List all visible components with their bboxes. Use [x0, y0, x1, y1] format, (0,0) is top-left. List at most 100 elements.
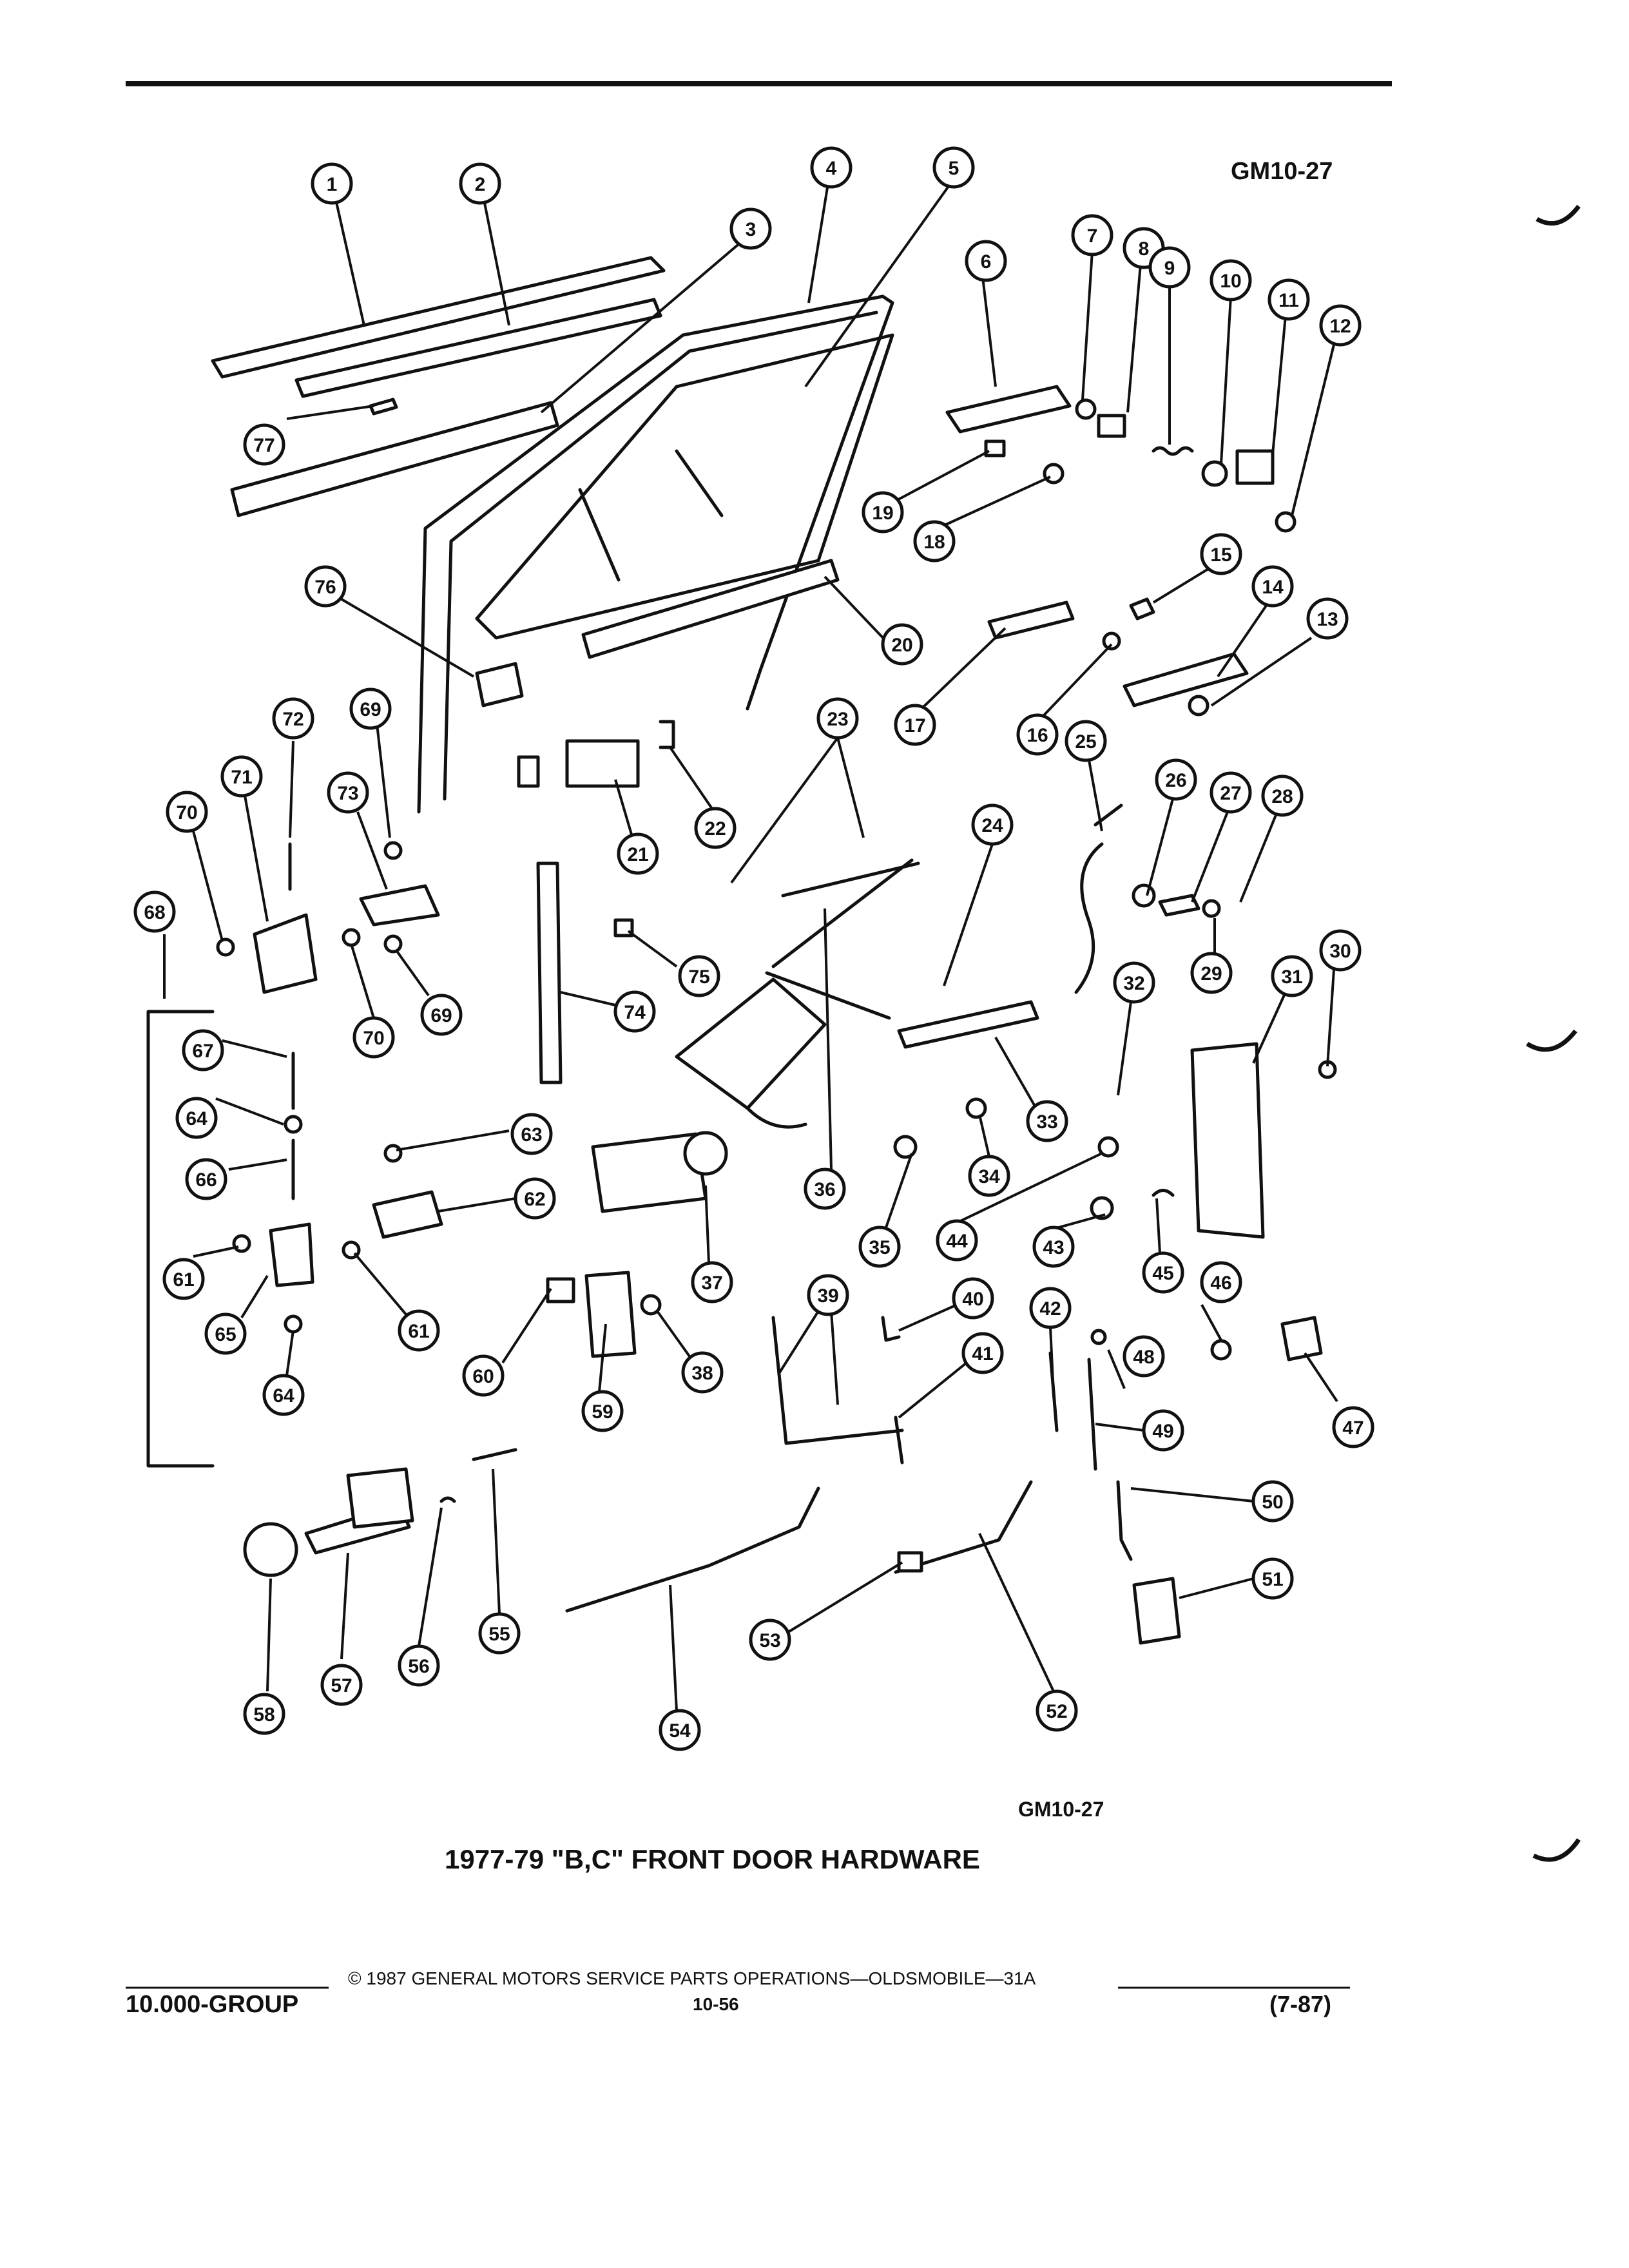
svg-text:37: 37: [701, 1273, 722, 1294]
part-16: [1102, 631, 1121, 651]
part-15: [1129, 597, 1155, 620]
svg-text:27: 27: [1220, 783, 1241, 804]
part-17: [987, 601, 1075, 640]
callout-72: 72: [272, 697, 314, 740]
part-glass-streak: [578, 488, 621, 582]
part-frame-4-inner: [443, 311, 878, 801]
svg-text:44: 44: [946, 1231, 968, 1252]
svg-text:69: 69: [430, 1005, 452, 1026]
svg-text:57: 57: [331, 1675, 352, 1696]
figure-code-top: GM10-27: [1231, 158, 1333, 185]
part-hinge-65: [269, 1222, 314, 1287]
callout-18: 18: [913, 520, 956, 562]
callout-68: 68: [133, 890, 176, 933]
svg-text:29: 29: [1200, 963, 1222, 985]
callout-66: 66: [185, 1158, 227, 1200]
part-rod-39: [771, 1316, 904, 1445]
callout-67: 67: [182, 1029, 224, 1072]
callout-26: 26: [1155, 758, 1197, 801]
part-57-body: [346, 1467, 414, 1529]
footer-revision: (7-87): [1269, 1991, 1332, 2017]
svg-text:47: 47: [1342, 1418, 1364, 1439]
svg-text:39: 39: [817, 1285, 838, 1307]
callout-24: 24: [971, 803, 1014, 846]
svg-text:72: 72: [282, 709, 304, 730]
part-61-a: [232, 1234, 251, 1253]
callout-5: 5: [932, 146, 975, 189]
svg-text:68: 68: [144, 902, 165, 923]
svg-text:63: 63: [521, 1124, 542, 1146]
svg-text:73: 73: [337, 783, 358, 804]
svg-text:65: 65: [215, 1324, 236, 1345]
parts-art: [146, 256, 1337, 1645]
svg-text:51: 51: [1262, 1569, 1283, 1590]
callout-61-a: 61: [162, 1258, 205, 1300]
svg-text:53: 53: [759, 1630, 780, 1651]
leader-lines: [163, 182, 1338, 1711]
part-regulator-36: [675, 977, 827, 1110]
svg-text:69: 69: [360, 699, 381, 720]
callout-70-a: 70: [166, 791, 208, 833]
svg-text:8: 8: [1139, 238, 1150, 260]
svg-text:64: 64: [273, 1385, 294, 1407]
callout-2: 2: [459, 162, 501, 205]
part-59: [584, 1271, 637, 1358]
svg-text:54: 54: [669, 1720, 691, 1742]
part-56: [439, 1496, 456, 1503]
callout-69-a: 69: [349, 687, 392, 730]
callout-47: 47: [1332, 1406, 1374, 1448]
callout-74: 74: [613, 990, 656, 1033]
callout-46: 46: [1200, 1261, 1242, 1303]
part-handle-6: [945, 385, 1072, 434]
callout-56: 56: [398, 1644, 440, 1687]
callout-6: 6: [965, 240, 1007, 282]
part-clip-22: [659, 720, 675, 749]
svg-text:11: 11: [1278, 290, 1299, 311]
bracket-68: [146, 1010, 215, 1468]
part-45: [1152, 1189, 1175, 1197]
svg-text:62: 62: [524, 1189, 545, 1210]
callout-20: 20: [881, 623, 923, 666]
callout-57: 57: [320, 1664, 363, 1706]
svg-text:4: 4: [826, 158, 837, 179]
part-rod-49: [1087, 1358, 1097, 1471]
svg-text:17: 17: [904, 715, 925, 736]
svg-text:71: 71: [231, 767, 252, 788]
part-60: [546, 1277, 575, 1303]
callout-14: 14: [1251, 565, 1294, 608]
svg-text:58: 58: [253, 1704, 275, 1725]
callout-64-b: 64: [262, 1374, 305, 1416]
callout-75: 75: [678, 955, 720, 997]
svg-text:13: 13: [1316, 609, 1338, 630]
callout-61-b: 61: [398, 1309, 440, 1352]
part-switch-21: [565, 739, 640, 788]
part-10: [1201, 460, 1228, 487]
callout-17: 17: [894, 704, 936, 746]
svg-text:36: 36: [814, 1179, 835, 1200]
part-rod-52: [894, 1480, 1033, 1574]
part-63: [383, 1144, 403, 1163]
svg-text:16: 16: [1027, 725, 1048, 746]
part-channel-20: [581, 559, 840, 659]
callout-21: 21: [617, 832, 659, 875]
callout-49: 49: [1142, 1409, 1184, 1452]
svg-text:41: 41: [972, 1343, 993, 1365]
svg-text:64: 64: [186, 1108, 207, 1129]
part-strip-3: [230, 401, 559, 517]
part-43: [1090, 1196, 1114, 1220]
svg-text:60: 60: [472, 1366, 494, 1387]
part-12: [1275, 511, 1296, 533]
margin-mark-3: [1532, 1838, 1581, 1862]
figure-title: 1977-79 "B,C" FRONT DOOR HARDWARE: [445, 1844, 980, 1874]
part-70-b: [342, 928, 361, 947]
part-48: [1090, 1329, 1107, 1345]
callout-44: 44: [936, 1219, 978, 1262]
part-69-a: [383, 841, 403, 860]
callout-11: 11: [1268, 278, 1310, 321]
svg-text:66: 66: [195, 1169, 217, 1191]
callout-69-b: 69: [420, 994, 463, 1036]
callout-60: 60: [462, 1354, 505, 1397]
svg-text:48: 48: [1133, 1347, 1154, 1368]
part-spring-9: [1152, 446, 1194, 456]
callout-29: 29: [1190, 952, 1233, 994]
